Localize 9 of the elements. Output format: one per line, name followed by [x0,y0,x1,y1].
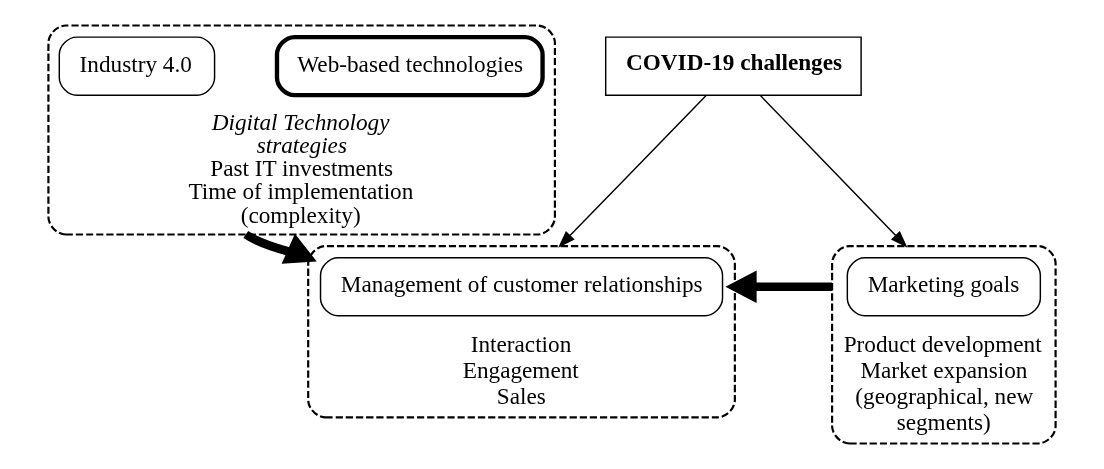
arrow [759,94,908,248]
node-box: Web-based technologies [274,34,545,98]
node-box: Industry 4.0 [58,36,216,96]
arrow [558,94,707,248]
node-box: COVID-19 challenges [604,36,862,96]
arrow [243,230,317,264]
node-box: Management of customer relationships [319,257,724,317]
arrow [725,270,833,304]
node-box: Marketing goals [846,257,1042,317]
